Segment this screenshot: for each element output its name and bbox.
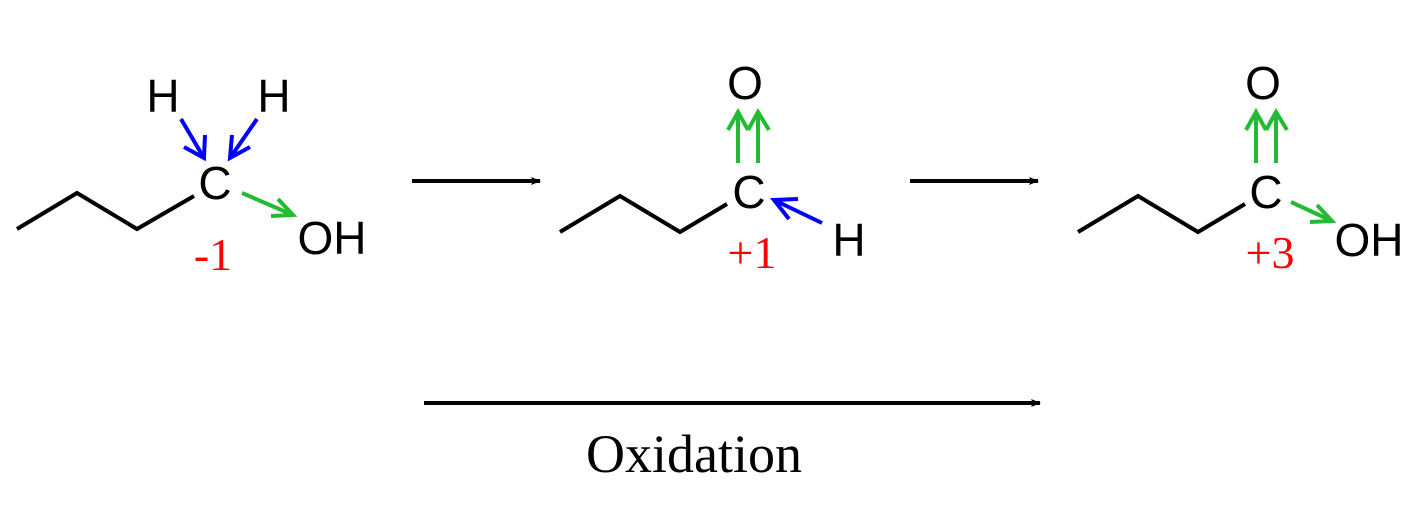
electron-arrow-icon [1290, 200, 1337, 224]
oxidation-state: +1 [728, 227, 777, 278]
electron-arrow-icon [179, 117, 207, 162]
electron-arrow-icon [770, 197, 823, 225]
oxidation-state: +3 [1246, 227, 1295, 278]
molecule-alcohol: C H H OH -1 [15, 70, 367, 280]
carbon-atom: C [198, 157, 231, 209]
molecule-aldehyde: C O H +1 [558, 57, 866, 278]
carbon-atom: C [1249, 166, 1282, 218]
carbon-chain [558, 193, 729, 235]
carbon-atom: C [732, 166, 765, 218]
electron-arrow-icon [241, 191, 298, 218]
oxygen-atom: O [1245, 57, 1281, 109]
hydrogen-atom: H [832, 214, 865, 266]
oxidation-state: -1 [194, 229, 232, 280]
hydroxyl-group: OH [298, 212, 367, 264]
molecule-carboxylic-acid: C O OH +3 [1076, 57, 1404, 278]
oxidation-label: Oxidation [586, 424, 802, 484]
electron-arrow-icon [227, 117, 259, 162]
carbon-chain [15, 190, 196, 232]
hydroxyl-group: OH [1335, 214, 1404, 266]
double-bond-arrow-icon [726, 107, 771, 163]
double-bond-arrow-icon [1244, 107, 1289, 163]
hydrogen-atom: H [257, 70, 290, 122]
hydrogen-atom: H [146, 70, 179, 122]
oxygen-atom: O [727, 57, 763, 109]
carbon-chain [1076, 193, 1247, 235]
